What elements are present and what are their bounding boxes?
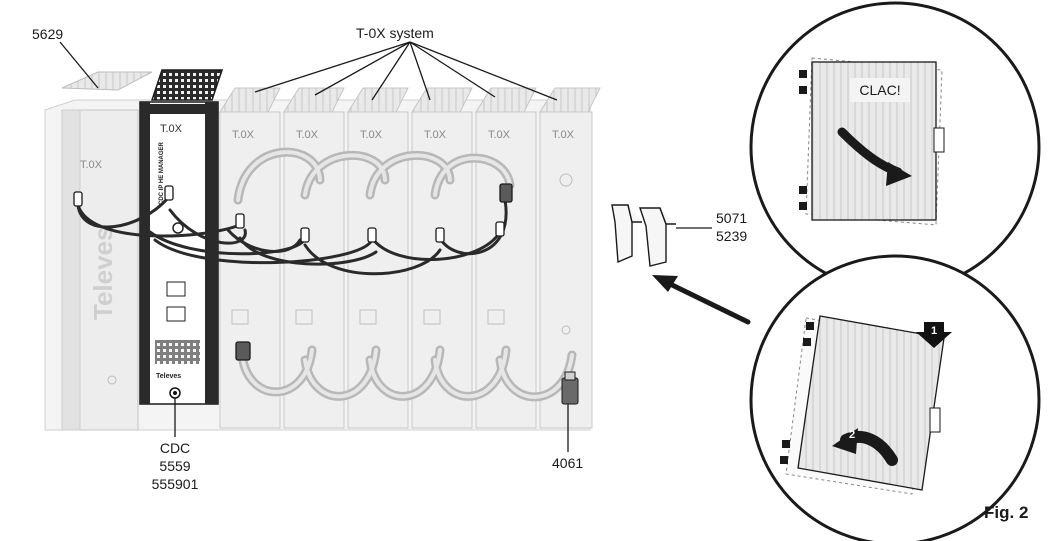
rail-code-2: 5239 bbox=[716, 228, 748, 244]
cdc-module: T.0X CDC IP HE MANAGER Televes bbox=[139, 69, 224, 405]
step-2-label: 2 bbox=[849, 429, 855, 441]
leader-lines bbox=[59, 41, 712, 452]
detail-circle-steps: 1 2 bbox=[749, 254, 1041, 541]
power-supply-module: T.0X Televes bbox=[61, 71, 153, 431]
svg-text:T.0X: T.0X bbox=[424, 129, 447, 141]
cdc-logo: T.0X bbox=[160, 123, 183, 135]
cdc-title-label: CDC bbox=[159, 440, 191, 456]
svg-text:T.0X: T.0X bbox=[488, 129, 511, 141]
rail-code-1: 5071 bbox=[716, 210, 748, 226]
cdc-code-2: 555901 bbox=[151, 476, 199, 492]
cdc-brand: Televes bbox=[156, 373, 181, 380]
terminator-4061 bbox=[561, 371, 579, 405]
figure-label: Fig. 2 bbox=[984, 503, 1029, 522]
svg-text:T.0X: T.0X bbox=[552, 129, 575, 141]
cdc-code-1: 5559 bbox=[159, 458, 191, 474]
power-supply-brand: Televes bbox=[88, 227, 118, 320]
din-rail-clips bbox=[611, 204, 676, 267]
svg-text:T.0X: T.0X bbox=[296, 129, 319, 141]
detail-circle-clac: CLAC! bbox=[749, 1, 1041, 293]
svg-text:T.0X: T.0X bbox=[360, 129, 383, 141]
system-label: T-0X system bbox=[356, 25, 434, 41]
coax-cables bbox=[76, 196, 508, 276]
rack-part-label: 5629 bbox=[32, 26, 64, 42]
power-supply-logo: T.0X bbox=[80, 159, 103, 171]
svg-text:T.0X: T.0X bbox=[232, 129, 255, 141]
terminator-label: 4061 bbox=[552, 455, 584, 471]
insert-arrow bbox=[652, 275, 751, 325]
f-connectors bbox=[73, 183, 513, 361]
cdc-side-text: CDC IP HE MANAGER bbox=[159, 141, 165, 205]
step-1-label: 1 bbox=[931, 325, 937, 337]
clac-label: CLAC! bbox=[859, 82, 900, 98]
